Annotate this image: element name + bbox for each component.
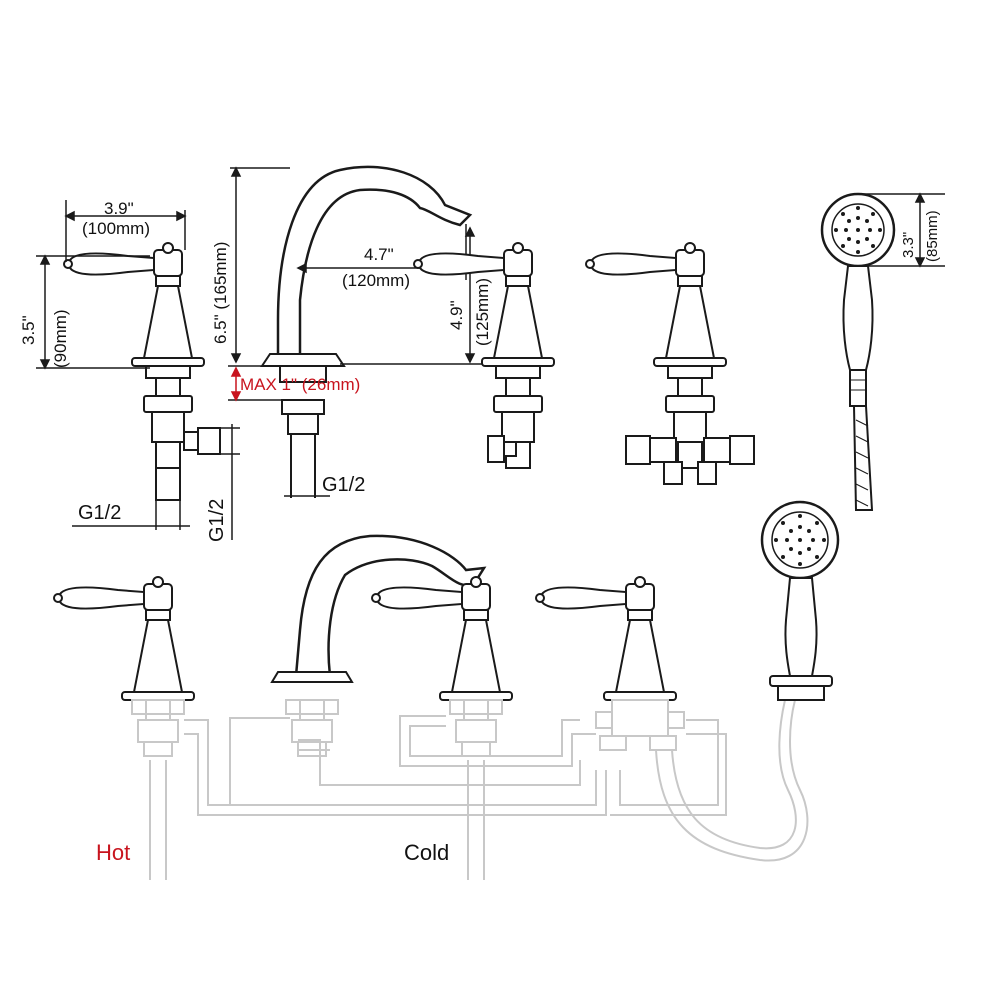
handle-height-mm-label: (90mm) (51, 309, 70, 368)
shower-head-dimension (858, 192, 945, 268)
hot-supply-label: Hot (96, 840, 131, 865)
spout-outlet-mm-label: (125mm) (473, 277, 492, 346)
middle-valve-elevation (413, 242, 555, 469)
spout-height-dimension (228, 166, 290, 401)
install-spout (270, 534, 487, 757)
install-left-valve (53, 576, 195, 757)
shower-head-inch-label: 3.3" (900, 231, 917, 258)
install-middle-valve (371, 576, 513, 757)
deck-max-dimension (230, 366, 242, 402)
spout-elevation (260, 165, 473, 498)
spout-reach-mm-label: (120mm) (342, 271, 411, 290)
cold-supply-label: Cold (404, 840, 450, 865)
handle-width-mm-label: (100mm) (82, 219, 151, 238)
install-diverter-valve (535, 576, 685, 751)
left-thread-label: G1/2 (78, 502, 122, 524)
handle-height-inch-label: 3.5" (19, 315, 38, 345)
diverter-valve-elevation (585, 242, 755, 485)
spout-height-label: 6.5" (165mm) (211, 241, 230, 344)
handle-width-inch-label: 3.9" (104, 199, 134, 218)
shower-head-mm-label: (85mm) (924, 210, 941, 262)
left-valve-elevation (63, 242, 221, 501)
spout-thread-label: G1/2 (322, 474, 366, 496)
vertical-thread-label: G1/2 (206, 498, 228, 542)
spout-outlet-inch-label: 4.9" (447, 300, 466, 330)
deck-max-label: MAX 1" (26mm) (240, 375, 361, 394)
spout-reach-inch-label: 4.7" (364, 245, 394, 264)
supply-pipes (149, 699, 809, 880)
handle-height-dimension (36, 254, 150, 370)
install-shower-handset (760, 500, 840, 701)
left-thread-dimension (72, 424, 240, 540)
spout-outlet-dimension (340, 226, 484, 365)
handle-width-dimension (64, 200, 187, 262)
shower-handset-elevation (820, 192, 896, 511)
